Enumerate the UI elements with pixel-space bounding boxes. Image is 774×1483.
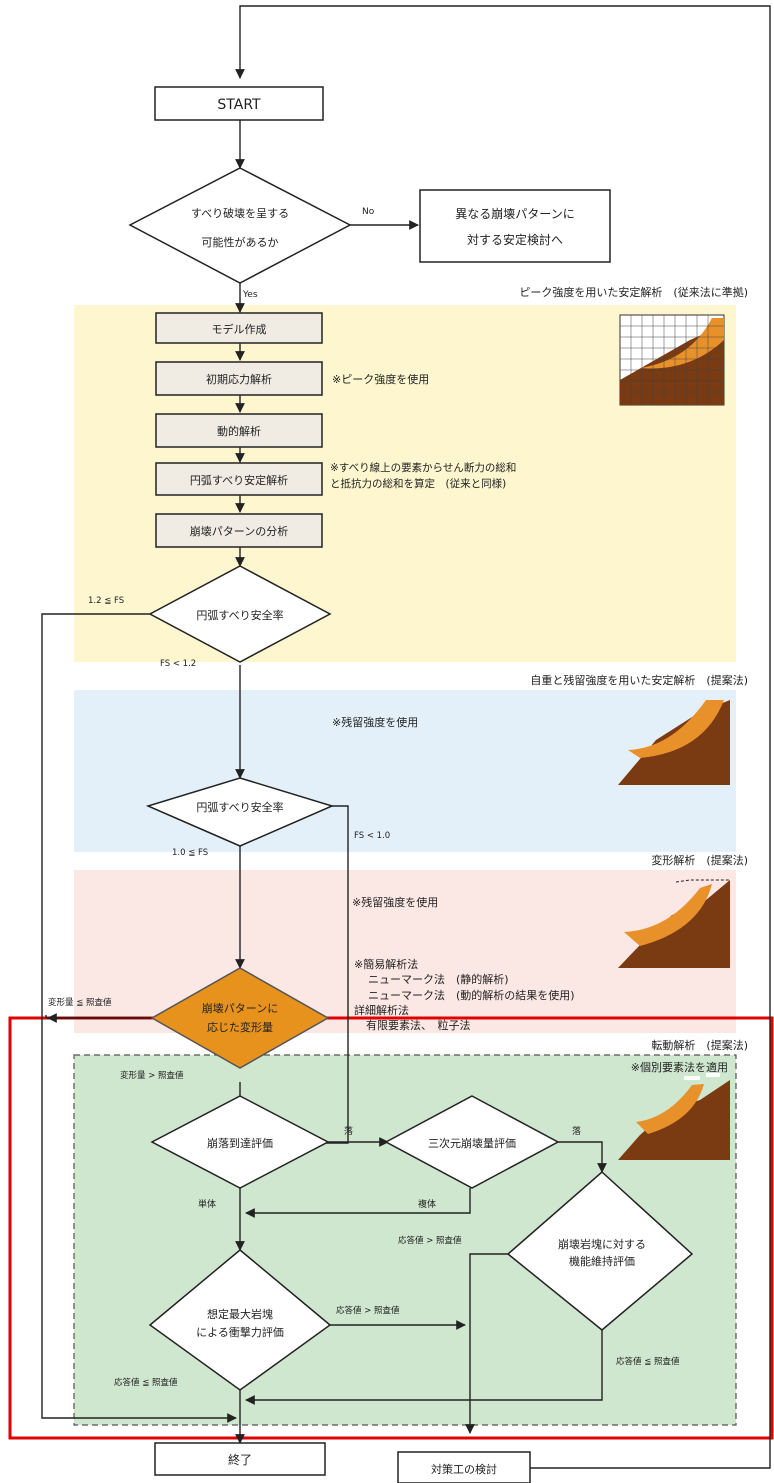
- fs-residual-label: 円弧すべり安全率: [196, 800, 283, 814]
- resp-le-b: 応答値 ≦ 照査値: [114, 1377, 178, 1388]
- decision-equipment: [506, 1170, 694, 1331]
- end-label: 終了: [228, 1452, 252, 1467]
- circular-note-1: ※すべり線上の要素からせん断力の総和: [330, 461, 516, 474]
- impact-line2: による衝撃力評価: [196, 1325, 284, 1339]
- residual-strength-section: [74, 690, 736, 852]
- yes-label: Yes: [242, 290, 258, 300]
- alternative-line1: 異なる崩壊パターンに: [455, 207, 574, 221]
- 3d-volume-label: 三次元崩壊量評価: [428, 1136, 516, 1150]
- residual-slope-illustration: [618, 700, 730, 785]
- decision-slip-line2: 可能性があるか: [202, 235, 279, 249]
- fs-residual-lt: FS < 1.0: [354, 831, 390, 841]
- start-box: [154, 86, 324, 121]
- deformation-line1: 崩壊パターンに: [202, 1001, 278, 1015]
- pattern-analysis-box: [155, 513, 323, 548]
- alternative-pattern-box: [419, 189, 611, 263]
- initial-stress-label: 初期応力解析: [206, 372, 272, 386]
- countermeasure-box: [397, 1451, 531, 1483]
- deformation-section-title: 変形解析 (提案法): [651, 853, 748, 867]
- collapse-reach-label: 崩落到達評価: [207, 1136, 273, 1150]
- method-1: ※簡易解析法: [354, 957, 418, 971]
- feedback-loop: [235, 5, 771, 1469]
- no-label: No: [362, 207, 375, 217]
- resp-le-a: 応答値 ≦ 照査値: [616, 1356, 680, 1367]
- rolling-section-sub: ※個別要素法を適用: [631, 1060, 728, 1074]
- dynamic-analysis-label: 動的解析: [217, 424, 261, 438]
- deformation-ng: 変形量 > 照査値: [120, 1070, 184, 1081]
- method-4: 詳細解析法: [354, 1003, 409, 1017]
- pattern-analysis-label: 崩壊パターンの分析: [190, 524, 288, 538]
- deformation-line2: 応じた変形量: [207, 1020, 273, 1034]
- single-label: 単体: [198, 1198, 216, 1210]
- model-label: モデル作成: [212, 322, 267, 336]
- fs-residual-ge: 1.0 ≦ FS: [172, 848, 208, 858]
- decision-deformation: [150, 967, 330, 1069]
- initial-stress-note: ※ピーク強度を使用: [332, 372, 429, 386]
- from-3d-label: 落: [572, 1125, 581, 1137]
- fs-peak-lt: FS < 1.2: [160, 659, 196, 669]
- circular-slip-box: [155, 462, 323, 496]
- method-5: 有限要素法、 粒子法: [366, 1018, 471, 1032]
- rolling-section-title: 転動解析 (提案法): [651, 1038, 748, 1052]
- dynamic-analysis-box: [155, 413, 323, 448]
- decision-fs-residual: [145, 777, 335, 847]
- countermeasure-label: 対策工の検討: [431, 1462, 497, 1476]
- alternative-line2: 対する安定検討へ: [467, 232, 563, 247]
- peak-slope-illustration: [619, 314, 725, 406]
- rolling-slope-illustration: [618, 1073, 730, 1160]
- circular-slip-label: 円弧すべり安定解析: [190, 473, 288, 487]
- fs-peak-ge: 1.2 ≦ FS: [88, 596, 124, 606]
- model-box: [155, 312, 323, 344]
- residual-section-title: 自重と残留強度を用いた安定解析 (提案法): [530, 673, 748, 687]
- equipment-line2: 機能維持評価: [569, 1254, 635, 1268]
- highlight-frame: [8, 1016, 774, 1440]
- start-label: START: [217, 97, 261, 113]
- to-3d-label: 落: [344, 1125, 353, 1137]
- circular-note-2: と抵抗力の総和を算定 (従来と同様): [330, 477, 506, 490]
- decision-fs-peak: [148, 565, 332, 663]
- impact-line1: 想定最大岩塊: [207, 1307, 273, 1321]
- residual-note-2: ※残留強度を使用: [352, 895, 438, 909]
- method-3: ニューマーク法 (動的解析の結果を使用): [368, 988, 575, 1002]
- residual-note-1: ※残留強度を使用: [332, 715, 418, 729]
- method-2: ニューマーク法 (静的解析): [368, 972, 509, 986]
- resp-gt-b: 応答値 > 照査値: [336, 1305, 400, 1316]
- multiple-label: 複体: [418, 1198, 436, 1210]
- deformation-slope-illustration: [618, 879, 730, 968]
- end-box: [154, 1442, 326, 1476]
- fs-peak-label: 円弧すべり安全率: [196, 608, 283, 622]
- connectors: [41, 120, 607, 1444]
- decision-slip-possible: [128, 167, 352, 284]
- decision-collapse-reach: [150, 1095, 330, 1189]
- equipment-line1: 崩壊岩塊に対する: [558, 1237, 646, 1251]
- decision-impact: [148, 1249, 332, 1391]
- initial-stress-box: [155, 361, 323, 396]
- deformation-ok: 変形量 ≦ 照査値: [48, 997, 112, 1008]
- decision-3d-volume: [384, 1095, 560, 1189]
- peak-section-title: ピーク強度を用いた安定解析 (従来法に準拠): [519, 285, 748, 299]
- decision-slip-line1: すべり破壊を呈する: [191, 206, 289, 220]
- resp-gt-a: 応答値 > 照査値: [398, 1235, 462, 1246]
